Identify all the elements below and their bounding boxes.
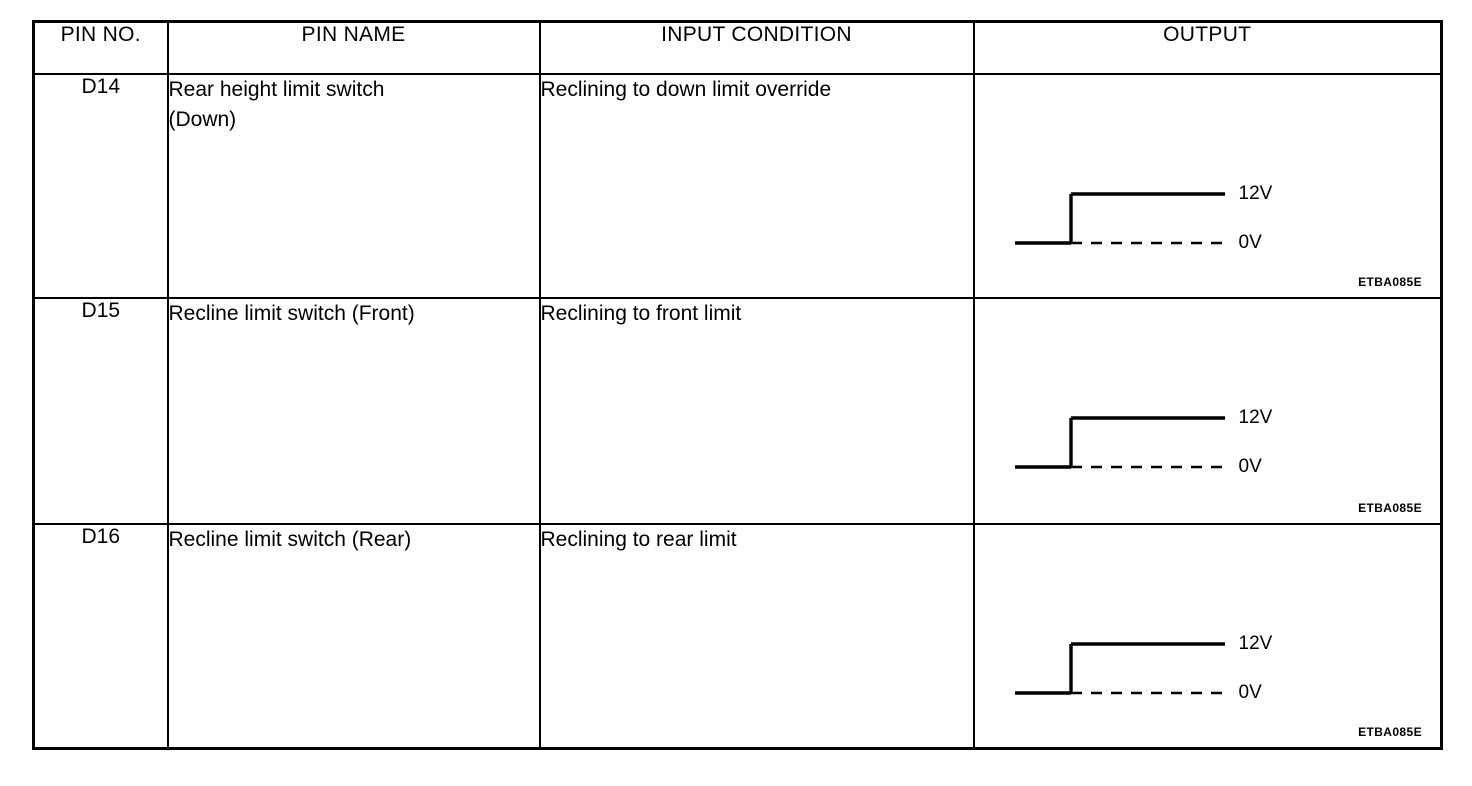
pin-output-table-container: PIN NO. PIN NAME INPUT CONDITION OUTPUT … <box>32 20 1443 750</box>
table-header: PIN NO. PIN NAME INPUT CONDITION OUTPUT <box>32 20 1443 75</box>
waveform-high-label: 12V <box>1238 407 1273 428</box>
cell-input-condition: Reclining to rear limit <box>538 523 975 749</box>
output-waveform-diagram: 12V 0V <box>1013 395 1403 485</box>
cell-pin-name: Recline limit switch (Front) <box>166 297 541 525</box>
cell-pin-no: D14 <box>32 73 169 299</box>
waveform-high-label: 12V <box>1238 633 1273 654</box>
cell-output: 12V 0V ETBA085E <box>972 523 1443 749</box>
waveform-svg <box>1014 192 1225 245</box>
waveform-low-label: 0V <box>1238 232 1262 253</box>
cell-input-condition: Reclining to front limit <box>538 297 975 525</box>
waveform-low-label: 0V <box>1238 456 1262 477</box>
waveform-high-label: 12V <box>1238 183 1273 204</box>
cell-pin-no: D16 <box>32 523 169 749</box>
waveform-low-label: 0V <box>1238 682 1262 703</box>
table-row: D15 Recline limit switch (Front) Reclini… <box>32 297 1443 525</box>
pin-name-line-1: Recline limit switch (Rear) <box>168 528 412 551</box>
pin-output-table: PIN NO. PIN NAME INPUT CONDITION OUTPUT … <box>32 20 1443 750</box>
cell-output: 12V 0V ETBA085E <box>972 73 1443 299</box>
cell-output: 12V 0V ETBA085E <box>972 297 1443 525</box>
table-body: D14 Rear height limit switch (Down) Recl… <box>32 73 1443 749</box>
waveform-svg <box>1014 416 1225 469</box>
pin-name-line-1: Rear height limit switch <box>168 78 385 101</box>
figure-code-label: ETBA085E <box>1358 724 1422 739</box>
waveform-svg <box>1014 642 1225 695</box>
pin-name-line-1: Recline limit switch (Front) <box>168 302 415 325</box>
output-waveform-diagram: 12V 0V <box>1013 171 1403 261</box>
cell-input-condition: Reclining to down limit override <box>538 73 975 299</box>
figure-code-label: ETBA085E <box>1358 501 1422 515</box>
column-header-pin-name: PIN NAME <box>166 20 541 75</box>
cell-pin-name: Recline limit switch (Rear) <box>166 523 541 749</box>
column-header-input-condition: INPUT CONDITION <box>538 20 975 75</box>
figure-code-label: ETBA085E <box>1358 275 1422 289</box>
pin-name-line-2: (Down) <box>168 107 237 131</box>
cell-pin-name: Rear height limit switch (Down) <box>166 73 541 299</box>
cell-pin-no: D15 <box>32 297 169 525</box>
column-header-output: OUTPUT <box>972 20 1443 75</box>
table-row: D14 Rear height limit switch (Down) Recl… <box>32 73 1443 299</box>
column-header-pin-no: PIN NO. <box>32 20 169 75</box>
output-waveform-diagram: 12V 0V <box>1013 621 1403 711</box>
table-row: D16 Recline limit switch (Rear) Reclinin… <box>32 523 1443 749</box>
table-header-row: PIN NO. PIN NAME INPUT CONDITION OUTPUT <box>32 20 1443 75</box>
